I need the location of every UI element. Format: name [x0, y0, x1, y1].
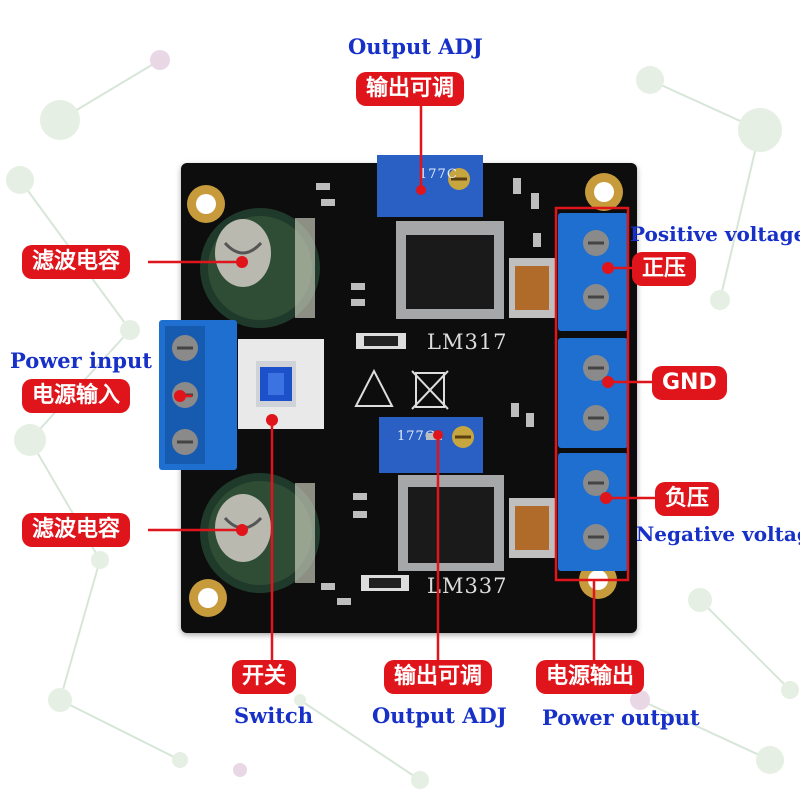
- output-adj-bottom-cn: 输出可调: [384, 660, 493, 694]
- power-output-en: Power output: [542, 705, 700, 730]
- output-terminal-gnd: [558, 338, 628, 448]
- output-adj-bottom-en: Output ADJ: [372, 703, 507, 728]
- output-terminal-negative: [558, 453, 628, 571]
- regulator-lm317: [396, 221, 504, 319]
- power-output-cn: 电源输出: [536, 660, 645, 694]
- pcb-board: 177C 177C LM317 LM337: [159, 155, 637, 633]
- negative-voltage-cn: 负压: [655, 482, 720, 516]
- diode-bottom: [509, 498, 555, 558]
- diode-top: [509, 258, 555, 318]
- pot-top-marking: 177C: [419, 167, 458, 182]
- power-switch: [238, 339, 324, 429]
- output-adj-top-en: Output ADJ: [348, 34, 483, 59]
- pot-bottom-marking: 177C: [397, 429, 436, 444]
- regulator-lm337: [398, 475, 504, 571]
- mounting-hole-top-right: [585, 173, 623, 211]
- switch-en: Switch: [234, 703, 313, 728]
- potentiometer-top: [377, 155, 483, 217]
- board-logo: [354, 368, 449, 410]
- switch-cn: 开关: [232, 660, 297, 694]
- smd-components: [316, 178, 541, 605]
- lm317-label: LM317: [427, 330, 508, 354]
- output-terminal-positive: [558, 213, 628, 331]
- positive-voltage-cn: 正压: [632, 252, 697, 286]
- power-input-terminal: [159, 320, 237, 470]
- filter-capacitor-bottom-cn: 滤波电容: [22, 513, 131, 547]
- filter-capacitor-top-cn: 滤波电容: [22, 245, 131, 279]
- power-input-cn: 电源输入: [22, 379, 131, 413]
- mounting-hole-bottom-left: [189, 579, 227, 617]
- mounting-hole-top-left: [187, 185, 225, 223]
- output-adj-top-cn: 输出可调: [356, 72, 465, 106]
- power-input-en: Power input: [10, 348, 152, 373]
- potentiometer-bottom: [379, 417, 483, 473]
- filter-capacitor-top: [200, 208, 320, 328]
- lm337-label: LM337: [427, 574, 508, 598]
- positive-voltage-en: Positive voltage: [630, 222, 800, 246]
- gnd-label: GND: [652, 366, 727, 400]
- negative-voltage-en: Negative voltage: [636, 522, 800, 546]
